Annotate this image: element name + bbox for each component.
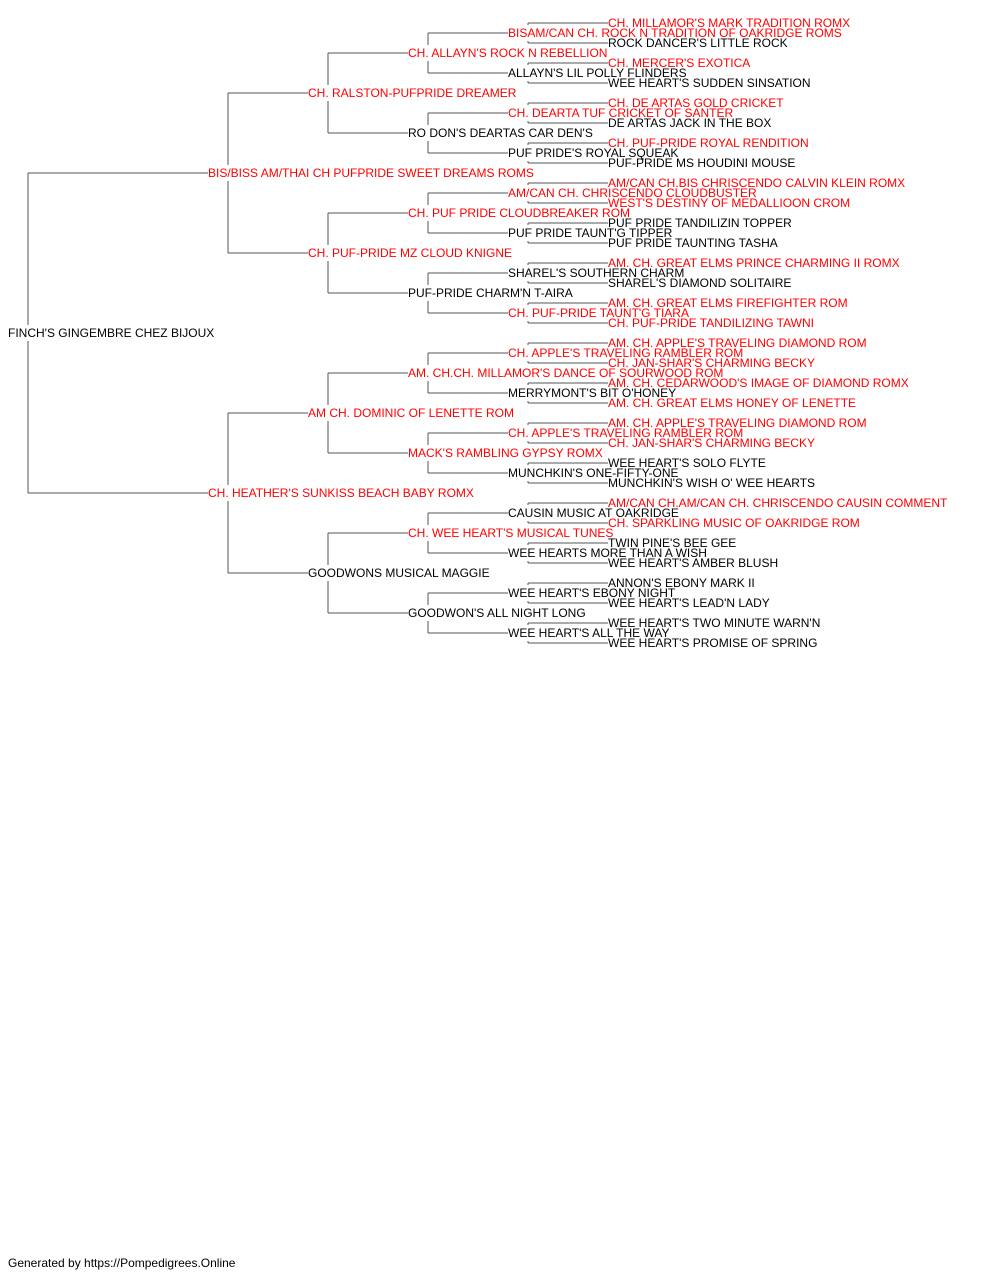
ancestor-name-gen5: WEE HEART'S SOLO FLYTE [608, 456, 766, 470]
ancestor-name-gen5: PUF-PRIDE MS HOUDINI MOUSE [608, 156, 795, 170]
generated-by-footer: Generated by https://Pompedigrees.Online [8, 1256, 236, 1270]
ancestor-name-gen4: PUF PRIDE'S ROYAL SQUEAK [508, 146, 678, 160]
ancestor-name-gen4: WEE HEARTS MORE THAN A WISH [508, 546, 707, 560]
ancestor-name-gen5: SHAREL'S DIAMOND SOLITAIRE [608, 276, 791, 290]
ancestor-name-gen4: MUNCHKIN'S ONE-FIFTY-ONE [508, 466, 679, 480]
ancestor-name-gen5: AM. CH. CEDARWOOD'S IMAGE OF DIAMOND ROM… [608, 376, 909, 390]
ancestor-name-gen3: CH. ALLAYN'S ROCK N REBELLION [408, 46, 607, 60]
ancestor-name-gen5: WEE HEART'S SUDDEN SINSATION [608, 76, 811, 90]
ancestor-name-gen5: CH. MILLAMOR'S MARK TRADITION ROMX [608, 16, 850, 30]
ancestor-name-gen5: MUNCHKIN'S WISH O' WEE HEARTS [608, 476, 815, 490]
ancestor-name-gen4: SHAREL'S SOUTHERN CHARM [508, 266, 684, 280]
ancestor-name-gen4: BISAM/CAN CH. ROCK N TRADITION OF OAKRID… [508, 26, 842, 40]
ancestor-name-gen4: WEE HEART'S ALL THE WAY [508, 626, 669, 640]
ancestor-name-gen5: CH. JAN-SHAR'S CHARMING BECKY [608, 436, 815, 450]
ancestor-name-gen5: CH. PUF-PRIDE ROYAL RENDITION [608, 136, 809, 150]
ancestor-name-gen1: BIS/BISS AM/THAI CH PUFPRIDE SWEET DREAM… [208, 166, 534, 180]
ancestor-name-gen5: AM. CH. GREAT ELMS FIREFIGHTER ROM [608, 296, 848, 310]
ancestor-name-gen2: AM CH. DOMINIC OF LENETTE ROM [308, 406, 514, 420]
ancestor-name-gen5: AM. CH. APPLE'S TRAVELING DIAMOND ROM [608, 416, 867, 430]
ancestor-name-gen5: WEE HEART'S TWO MINUTE WARN'N [608, 616, 820, 630]
ancestor-name-gen3: AM. CH.CH. MILLAMOR'S DANCE OF SOURWOOD … [408, 366, 723, 380]
ancestor-name-gen5: WEE HEART'S PROMISE OF SPRING [608, 636, 817, 650]
ancestor-name-gen4: CH. PUF-PRIDE TAUNT'G TIARA [508, 306, 689, 320]
ancestor-name-gen4: PUF PRIDE TAUNT'G TIPPER [508, 226, 673, 240]
ancestor-name-gen4: CH. DEARTA TUF CRICKET OF SANTER [508, 106, 733, 120]
ancestor-name-gen3: GOODWON'S ALL NIGHT LONG [408, 606, 586, 620]
ancestor-name-gen5: ROCK DANCER'S LITTLE ROCK [608, 36, 788, 50]
ancestor-name-gen5: CH. SPARKLING MUSIC OF OAKRIDGE ROM [608, 516, 860, 530]
ancestor-name-gen3: PUF-PRIDE CHARM'N T-AIRA [408, 286, 573, 300]
ancestor-name-gen4: CH. APPLE'S TRAVELING RAMBLER ROM [508, 346, 743, 360]
ancestor-name-gen2: CH. PUF-PRIDE MZ CLOUD KNIGNE [308, 246, 512, 260]
ancestor-name-gen3: CH. WEE HEART'S MUSICAL TUNES [408, 526, 613, 540]
ancestor-name-gen2: GOODWONS MUSICAL MAGGIE [308, 566, 490, 580]
ancestor-name-gen1: CH. HEATHER'S SUNKISS BEACH BABY ROMX [208, 486, 474, 500]
ancestor-name-gen3: CH. PUF PRIDE CLOUDBREAKER ROM [408, 206, 630, 220]
ancestor-name-gen3: MACK'S RAMBLING GYPSY ROMX [408, 446, 603, 460]
ancestor-name-gen5: WEE HEART'S AMBER BLUSH [608, 556, 778, 570]
ancestor-name-gen5: PUF PRIDE TAUNTING TASHA [608, 236, 778, 250]
ancestor-name-gen2: CH. RALSTON-PUFPRIDE DREAMER [308, 86, 517, 100]
ancestor-name-gen5: PUF PRIDE TANDILIZIN TOPPER [608, 216, 792, 230]
ancestor-name-gen5: AM. CH. GREAT ELMS PRINCE CHARMING II RO… [608, 256, 900, 270]
ancestor-name-gen5: AM. CH. APPLE'S TRAVELING DIAMOND ROM [608, 336, 867, 350]
ancestor-name-gen4: MERRYMONT'S BIT O'HONEY [508, 386, 676, 400]
ancestor-name-gen4: CAUSIN MUSIC AT OAKRIDGE [508, 506, 679, 520]
ancestor-name-gen5: WEST'S DESTINY OF MEDALLIOON CROM [608, 196, 850, 210]
ancestor-name-gen3: RO DON'S DEARTAS CAR DEN'S [408, 126, 593, 140]
ancestor-name-gen5: CH. DE ARTAS GOLD CRICKET [608, 96, 784, 110]
ancestor-name-gen5: WEE HEART'S LEAD'N LADY [608, 596, 770, 610]
ancestor-name-gen5: CH. MERCER'S EXOTICA [608, 56, 750, 70]
ancestor-name-gen4: WEE HEART'S EBONY NIGHT [508, 586, 676, 600]
ancestor-name-gen4: AM/CAN CH. CHRISCENDO CLOUDBUSTER [508, 186, 757, 200]
ancestor-name-gen5: AM/CAN CH.BIS CHRISCENDO CALVIN KLEIN RO… [608, 176, 905, 190]
ancestor-name-gen4: CH. APPLE'S TRAVELING RAMBLER ROM [508, 426, 743, 440]
ancestor-name-gen4: ALLAYN'S LIL POLLY FLINDERS [508, 66, 687, 80]
ancestor-name-gen5: ANNON'S EBONY MARK II [608, 576, 755, 590]
ancestor-name-gen5: DE ARTAS JACK IN THE BOX [608, 116, 771, 130]
ancestor-name-gen5: AM/CAN CH.AM/CAN CH. CHRISCENDO CAUSIN C… [608, 496, 948, 510]
subject-name: FINCH'S GINGEMBRE CHEZ BIJOUX [8, 326, 214, 340]
ancestor-name-gen5: CH. JAN-SHAR'S CHARMING BECKY [608, 356, 815, 370]
ancestor-name-gen5: TWIN PINE'S BEE GEE [608, 536, 736, 550]
ancestor-name-gen5: AM. CH. GREAT ELMS HONEY OF LENETTE [608, 396, 856, 410]
ancestor-name-gen5: CH. PUF-PRIDE TANDILIZING TAWNI [608, 316, 814, 330]
